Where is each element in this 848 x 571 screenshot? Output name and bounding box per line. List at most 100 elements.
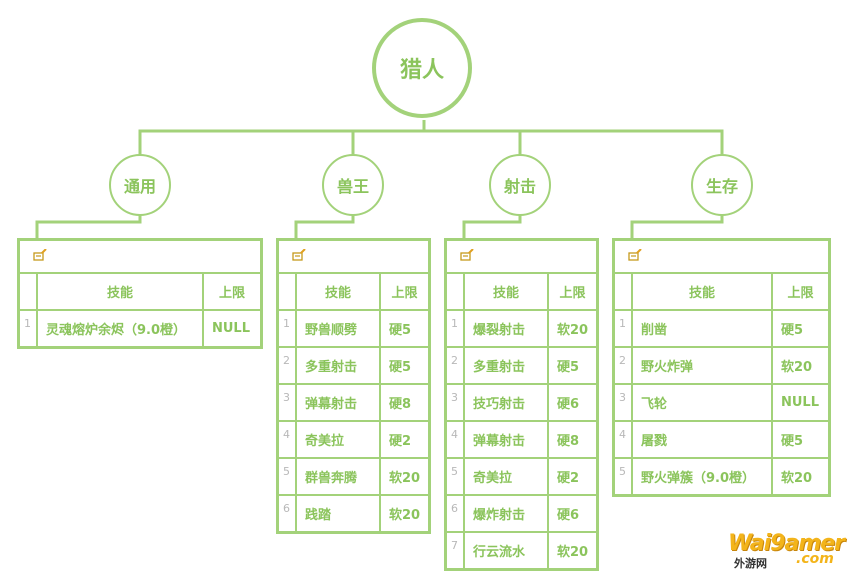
index-header-cell [447, 274, 465, 309]
skill-cell: 爆炸射击 [465, 496, 549, 531]
table-header-row: 技能 上限 [447, 274, 596, 311]
limit-cell: 硬5 [781, 434, 804, 449]
limit-cell: 硬2 [389, 434, 412, 449]
limit-cell: 软20 [389, 508, 421, 523]
table-row: 1 削凿 硬5 [615, 311, 828, 348]
limit-cell: 硬5 [389, 323, 412, 338]
skill-cell: 灵魂熔炉余烬（9.0橙） [38, 311, 204, 346]
row-index: 6 [447, 496, 465, 531]
skill-cell: 群兽奔腾 [297, 459, 381, 494]
watermark-sub: 外游网 [734, 557, 767, 570]
skill-cell: 屠戮 [633, 422, 773, 457]
table-row: 4 弹幕射击 硬8 [447, 422, 596, 459]
table-toolbar [20, 241, 260, 274]
row-index: 5 [615, 459, 633, 494]
limit-cell: 硬5 [557, 360, 580, 375]
category-label: 射击 [503, 177, 536, 196]
skill-cell: 多重射击 [297, 348, 381, 383]
table-row: 7 行云流水 软20 [447, 533, 596, 568]
table-row: 6 爆炸射击 硬6 [447, 496, 596, 533]
limit-cell: 软20 [781, 360, 813, 375]
limit-header: 上限 [787, 286, 814, 301]
limit-header: 上限 [218, 286, 245, 301]
skill-cell: 行云流水 [465, 533, 549, 568]
table-toolbar [279, 241, 428, 274]
row-index: 1 [615, 311, 633, 346]
row-index: 4 [279, 422, 297, 457]
skill-header: 技能 [38, 274, 204, 309]
skill-cell: 飞轮 [633, 385, 773, 420]
row-index: 4 [615, 422, 633, 457]
row-index: 2 [615, 348, 633, 383]
row-index: 3 [615, 385, 633, 420]
skill-cell: 野火弹簇（9.0橙） [633, 459, 773, 494]
row-index: 5 [447, 459, 465, 494]
table-row: 2 野火炸弹 软20 [615, 348, 828, 385]
limit-cell: 硬6 [557, 397, 580, 412]
row-index: 2 [447, 348, 465, 383]
skill-header: 技能 [297, 274, 381, 309]
table-row: 5 野火弹簇（9.0橙） 软20 [615, 459, 828, 494]
table-header-row: 技能 上限 [279, 274, 428, 311]
skill-cell: 野兽顺劈 [297, 311, 381, 346]
limit-cell: NULL [781, 395, 820, 410]
table-row: 5 群兽奔腾 软20 [279, 459, 428, 496]
skill-table-marksmanship: 技能 上限 1 爆裂射击 软20 2 多重射击 硬5 3 技巧射击 硬6 4 弹… [444, 238, 599, 571]
row-index: 1 [447, 311, 465, 346]
row-index: 3 [447, 385, 465, 420]
limit-header: 上限 [559, 286, 586, 301]
skill-header: 技能 [633, 274, 773, 309]
table-header-row: 技能 上限 [615, 274, 828, 311]
table-row: 5 奇美拉 硬2 [447, 459, 596, 496]
skill-cell: 践踏 [297, 496, 381, 531]
edit-note-icon[interactable] [628, 249, 642, 261]
table-header-row: 技能 上限 [20, 274, 260, 311]
limit-cell: 软20 [557, 545, 589, 560]
skill-cell: 多重射击 [465, 348, 549, 383]
category-node-marksmanship: 射击 [489, 154, 551, 216]
table-row: 3 飞轮 NULL [615, 385, 828, 422]
category-label: 通用 [123, 177, 156, 196]
root-label: 猎人 [399, 58, 444, 83]
limit-cell: NULL [212, 321, 251, 336]
skill-cell: 弹幕射击 [465, 422, 549, 457]
skill-table-survival: 技能 上限 1 削凿 硬5 2 野火炸弹 软20 3 飞轮 NULL 4 屠戮 … [612, 238, 831, 497]
limit-cell: 硬2 [557, 471, 580, 486]
edit-note-icon[interactable] [292, 249, 306, 261]
edit-note-icon[interactable] [33, 249, 47, 261]
index-header-cell [615, 274, 633, 309]
table-row: 3 弹幕射击 硬8 [279, 385, 428, 422]
skill-cell: 野火炸弹 [633, 348, 773, 383]
limit-cell: 硬5 [389, 360, 412, 375]
index-header-cell [20, 274, 38, 309]
table-row: 6 践踏 软20 [279, 496, 428, 531]
skill-table-beast-mastery: 技能 上限 1 野兽顺劈 硬5 2 多重射击 硬5 3 弹幕射击 硬8 4 奇美… [276, 238, 431, 534]
row-index: 1 [20, 311, 38, 346]
skill-cell: 弹幕射击 [297, 385, 381, 420]
category-label: 兽王 [336, 177, 369, 196]
skill-cell: 削凿 [633, 311, 773, 346]
row-index: 7 [447, 533, 465, 568]
table-row: 2 多重射击 硬5 [279, 348, 428, 385]
skill-cell: 技巧射击 [465, 385, 549, 420]
limit-cell: 硬6 [557, 508, 580, 523]
root-node: 猎人 [372, 18, 472, 118]
edit-note-icon[interactable] [460, 249, 474, 261]
row-index: 2 [279, 348, 297, 383]
watermark-logo: Wai9amer 外游网 .com [728, 531, 845, 570]
table-row: 1 灵魂熔炉余烬（9.0橙） NULL [20, 311, 260, 346]
table-row: 4 奇美拉 硬2 [279, 422, 428, 459]
table-row: 3 技巧射击 硬6 [447, 385, 596, 422]
table-toolbar [447, 241, 596, 274]
table-row: 1 爆裂射击 软20 [447, 311, 596, 348]
skill-cell: 奇美拉 [297, 422, 381, 457]
table-toolbar [615, 241, 828, 274]
limit-cell: 硬8 [389, 397, 412, 412]
limit-cell: 软20 [781, 471, 813, 486]
skill-table-general: 技能 上限 1 灵魂熔炉余烬（9.0橙） NULL [17, 238, 263, 349]
row-index: 5 [279, 459, 297, 494]
limit-cell: 软20 [389, 471, 421, 486]
skill-cell: 奇美拉 [465, 459, 549, 494]
watermark-com: .com [796, 551, 834, 567]
